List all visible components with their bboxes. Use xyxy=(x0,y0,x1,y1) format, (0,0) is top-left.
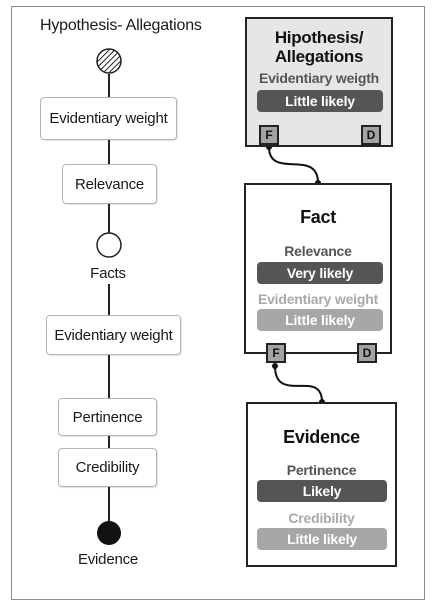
fact-card-title: Fact xyxy=(300,207,336,227)
evidence-metric1-name: Pertinence xyxy=(286,462,357,478)
evidence-metric1-bar: Likely xyxy=(257,480,387,502)
port-label: D xyxy=(366,128,376,142)
hypothesis-allegations-title: Hypothesis- Allegations xyxy=(40,17,202,34)
fact-metric1-name: Relevance xyxy=(284,243,352,259)
stage-box-evidentiary-weight-mid: Evidentiary weight xyxy=(46,315,181,355)
facts-label: Facts xyxy=(90,265,126,282)
hypothesis-metric-name: Evidentiary weigth xyxy=(258,70,380,86)
port-d-fact[interactable]: D xyxy=(357,343,377,363)
link-dot xyxy=(272,363,278,369)
stage-label: Relevance xyxy=(74,175,145,193)
evidence-metric2-name: Credibility xyxy=(288,510,355,526)
hypothesis-card: Hipothesis/ Allegations Evidentiary weig… xyxy=(245,17,393,147)
stage-box-pertinence: Pertinence xyxy=(58,398,157,436)
link-hypothesis-to-fact xyxy=(268,146,319,184)
port-f-hypothesis[interactable]: F xyxy=(259,125,279,145)
fact-metric2-name: Evidentiary weight xyxy=(257,291,379,307)
fact-card: Fact Relevance Very likely Evidentiary w… xyxy=(244,183,392,363)
evidence-node-circle xyxy=(97,521,121,545)
port-label: F xyxy=(265,128,273,142)
evidence-card: Evidence Pertinence Likely Credibility L… xyxy=(246,402,397,567)
stage-label: Pertinence xyxy=(72,408,143,426)
facts-node-circle xyxy=(96,232,122,258)
port-d-hypothesis[interactable]: D xyxy=(361,125,381,145)
stage-box-evidentiary-weight-top: Evidentiary weight xyxy=(40,97,177,140)
stage-label: Evidentiary weight xyxy=(49,110,168,127)
evidence-metric1-value: Likely xyxy=(302,483,342,499)
stage-box-credibility: Credibility xyxy=(58,448,157,487)
hypothesis-metric-bar: Little likely xyxy=(257,90,383,112)
port-label: F xyxy=(272,346,280,360)
evidence-metric2-value: Little likely xyxy=(287,531,357,547)
port-f-fact[interactable]: F xyxy=(266,343,286,363)
evidence-label: Evidence xyxy=(77,551,139,568)
hypothesis-card-title-line2: Allegations xyxy=(274,47,364,66)
hypothesis-card-title-line1: Hipothesis/ xyxy=(274,28,364,47)
link-fact-to-evidence xyxy=(274,365,323,403)
fact-metric1-value: Very likely xyxy=(286,265,354,281)
hypothesis-node-circle xyxy=(96,48,122,74)
port-label: D xyxy=(362,346,372,360)
stage-box-relevance: Relevance xyxy=(62,164,157,204)
outer-frame xyxy=(11,6,425,600)
evidence-card-title: Evidence xyxy=(283,427,360,447)
stage-label: Evidentiary weight xyxy=(54,326,173,344)
hypothesis-metric-value: Little likely xyxy=(285,93,355,109)
evidence-metric2-bar: Little likely xyxy=(257,528,387,550)
fact-metric2-value: Little likely xyxy=(285,312,355,328)
fact-metric2-bar: Little likely xyxy=(257,309,383,331)
stage-label: Credibility xyxy=(75,459,140,476)
fact-metric1-bar: Very likely xyxy=(257,262,383,284)
